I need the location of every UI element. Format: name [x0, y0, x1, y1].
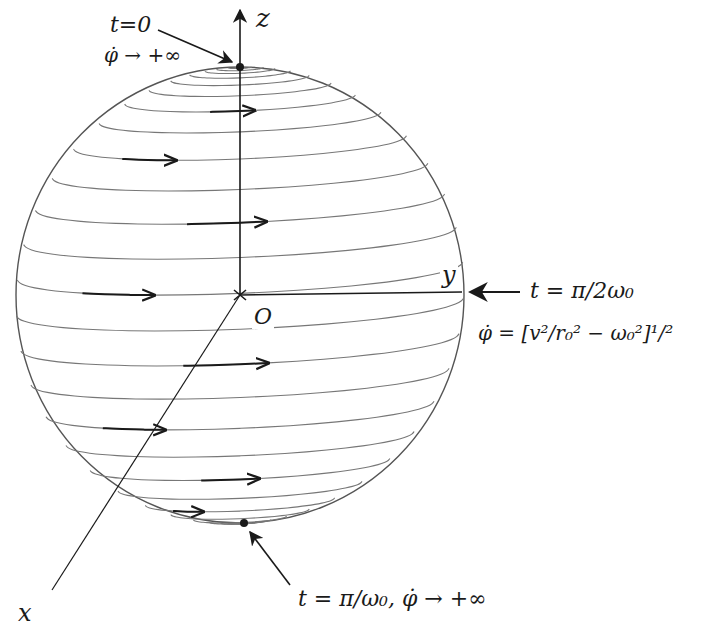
direction-arrow [103, 428, 166, 430]
annotation-label: x [16, 600, 34, 628]
trajectory-line [193, 516, 286, 523]
direction-arrow [210, 110, 255, 112]
annotation-label: φ̇ → +∞ [102, 44, 183, 67]
pointer-arrow [470, 291, 520, 293]
pointer-arrow [250, 532, 290, 585]
trajectory-line [209, 520, 271, 525]
annotation-label: y [440, 262, 458, 290]
trajectory-line [31, 368, 449, 399]
direction-arrow [187, 221, 267, 224]
trajectory-line [90, 458, 390, 480]
annotation-label: t = π/ω₀, φ̇ → +∞ [296, 586, 488, 611]
x-axis [52, 295, 240, 590]
annotation-label: O [252, 304, 274, 329]
annotation-label: t=0 [108, 12, 153, 37]
direction-arrow [82, 293, 154, 295]
direction-arrow [201, 479, 259, 481]
trajectory-line [46, 401, 434, 430]
trajectory-line [16, 298, 463, 331]
trajectory-line [118, 481, 362, 499]
trajectory-line [145, 498, 334, 512]
annotation-label: t = π/2ω₀ [528, 278, 636, 303]
direction-arrow [122, 159, 176, 160]
z-axis [239, 10, 241, 295]
trajectory-line [21, 334, 459, 366]
start-point [236, 63, 244, 71]
trajectory-line [66, 432, 414, 458]
annotation-label: z [254, 4, 272, 34]
end-point [240, 519, 248, 527]
trajectory-line [228, 522, 251, 524]
trajectory-line [171, 509, 309, 519]
annotation-label: φ̇ = [v²/r₀² − ω₀²]¹/² [476, 322, 675, 345]
trajectory-line [220, 521, 259, 524]
direction-arrow [173, 510, 204, 513]
origin-mark [234, 290, 246, 300]
y-axis [240, 292, 462, 295]
